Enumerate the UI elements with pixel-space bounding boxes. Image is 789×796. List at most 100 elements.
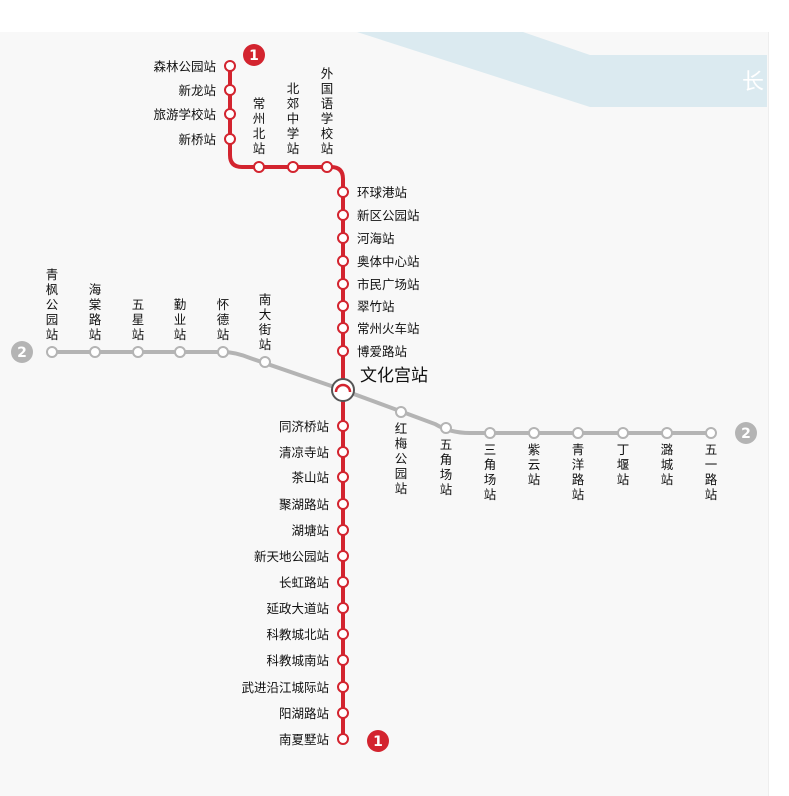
station-marker bbox=[337, 420, 349, 432]
station-marker bbox=[337, 550, 349, 562]
station-label: 河海站 bbox=[357, 231, 395, 246]
station[interactable] bbox=[528, 427, 540, 439]
station[interactable] bbox=[484, 427, 496, 439]
station[interactable]: 茶山站 bbox=[291, 470, 349, 485]
station[interactable] bbox=[440, 422, 452, 434]
station[interactable] bbox=[617, 427, 629, 439]
station-label: 聚湖路站 bbox=[279, 497, 329, 512]
station-label: 南夏墅站 bbox=[279, 732, 329, 747]
station-marker bbox=[337, 446, 349, 458]
station[interactable]: 南夏墅站 bbox=[279, 732, 349, 747]
line-number: 2 bbox=[741, 426, 751, 442]
station[interactable]: 武进沿江城际站 bbox=[241, 680, 349, 695]
station[interactable]: 科教城南站 bbox=[266, 653, 349, 668]
station-marker bbox=[337, 576, 349, 588]
station[interactable] bbox=[661, 427, 673, 439]
station-label: 海棠路站 bbox=[88, 282, 102, 342]
station[interactable]: 常州火车站 bbox=[337, 321, 420, 336]
station-label: 丁堰站 bbox=[616, 442, 630, 487]
station-label: 市民广场站 bbox=[357, 277, 420, 292]
station-marker bbox=[224, 84, 236, 96]
station[interactable]: 同济桥站 bbox=[279, 419, 349, 434]
station-label: 新龙站 bbox=[178, 83, 216, 98]
station-marker bbox=[337, 278, 349, 290]
station-marker bbox=[337, 733, 349, 745]
station[interactable] bbox=[217, 346, 229, 358]
station-marker bbox=[661, 427, 673, 439]
river-label: 长 bbox=[742, 70, 764, 95]
station[interactable]: 市民广场站 bbox=[337, 277, 420, 292]
station-marker bbox=[395, 406, 407, 418]
station-label: 奥体中心站 bbox=[357, 254, 420, 269]
station[interactable]: 环球港站 bbox=[337, 185, 407, 200]
station-marker bbox=[337, 322, 349, 334]
station[interactable] bbox=[287, 161, 299, 173]
station-label: 青洋路站 bbox=[571, 442, 585, 502]
station-label: 博爱路站 bbox=[357, 344, 407, 359]
station-marker bbox=[337, 209, 349, 221]
station[interactable] bbox=[572, 427, 584, 439]
line-badge: 2 bbox=[11, 341, 33, 363]
scrollbar[interactable] bbox=[768, 32, 789, 796]
station-marker bbox=[337, 300, 349, 312]
station-marker bbox=[132, 346, 144, 358]
station[interactable]: 新区公园站 bbox=[337, 208, 420, 223]
station-label: 潞城站 bbox=[660, 442, 674, 487]
station-marker bbox=[337, 628, 349, 640]
line-badge: 1 bbox=[367, 730, 389, 752]
station-marker bbox=[484, 427, 496, 439]
station-marker bbox=[321, 161, 333, 173]
station-label: 新天地公园站 bbox=[254, 549, 329, 564]
station[interactable]: 聚湖路站 bbox=[279, 497, 349, 512]
station[interactable]: 清凉寺站 bbox=[279, 445, 349, 460]
station-marker bbox=[528, 427, 540, 439]
interchange-icon bbox=[334, 383, 352, 393]
interchange-station[interactable]: 文化宫站 bbox=[331, 366, 428, 402]
station[interactable] bbox=[132, 346, 144, 358]
station[interactable]: 阳湖路站 bbox=[279, 706, 349, 721]
line-badge: 1 bbox=[243, 44, 265, 66]
station[interactable]: 科教城北站 bbox=[266, 627, 349, 642]
station-marker bbox=[253, 161, 265, 173]
station[interactable]: 翠竹站 bbox=[337, 299, 395, 314]
station[interactable]: 新天地公园站 bbox=[254, 549, 349, 564]
station-label: 新区公园站 bbox=[357, 208, 420, 223]
station[interactable] bbox=[253, 161, 265, 173]
station[interactable] bbox=[259, 356, 271, 368]
line-2: 22 bbox=[11, 341, 757, 444]
station[interactable]: 长虹路站 bbox=[279, 575, 349, 590]
station-label: 阳湖路站 bbox=[279, 706, 329, 721]
station[interactable] bbox=[705, 427, 717, 439]
station[interactable] bbox=[174, 346, 186, 358]
line-number: 2 bbox=[17, 345, 27, 361]
station-label: 同济桥站 bbox=[279, 419, 329, 434]
station[interactable]: 博爱路站 bbox=[337, 344, 407, 359]
river bbox=[357, 32, 767, 107]
station-label: 北郊中学站 bbox=[286, 81, 300, 156]
station[interactable]: 延政大道站 bbox=[266, 601, 349, 616]
station[interactable] bbox=[46, 346, 58, 358]
interchange-label: 文化宫站 bbox=[360, 366, 428, 386]
station-marker bbox=[287, 161, 299, 173]
line-badge: 2 bbox=[735, 422, 757, 444]
station[interactable]: 湖塘站 bbox=[291, 523, 349, 538]
line-1-track bbox=[228, 66, 345, 739]
station[interactable]: 旅游学校站 bbox=[153, 107, 236, 122]
station[interactable]: 新桥站 bbox=[178, 132, 236, 147]
station-marker bbox=[337, 186, 349, 198]
station-marker bbox=[337, 255, 349, 267]
station-label: 清凉寺站 bbox=[279, 445, 329, 460]
station[interactable]: 森林公园站 bbox=[153, 59, 236, 74]
station[interactable]: 河海站 bbox=[337, 231, 395, 246]
station[interactable]: 新龙站 bbox=[178, 83, 236, 98]
station-label: 常州北站 bbox=[252, 96, 266, 156]
station-label: 翠竹站 bbox=[357, 299, 395, 314]
station[interactable] bbox=[89, 346, 101, 358]
station-marker bbox=[705, 427, 717, 439]
station-label: 五角场站 bbox=[439, 437, 453, 497]
station-marker bbox=[440, 422, 452, 434]
station[interactable]: 奥体中心站 bbox=[337, 254, 420, 269]
station[interactable] bbox=[395, 406, 407, 418]
station[interactable] bbox=[321, 161, 333, 173]
